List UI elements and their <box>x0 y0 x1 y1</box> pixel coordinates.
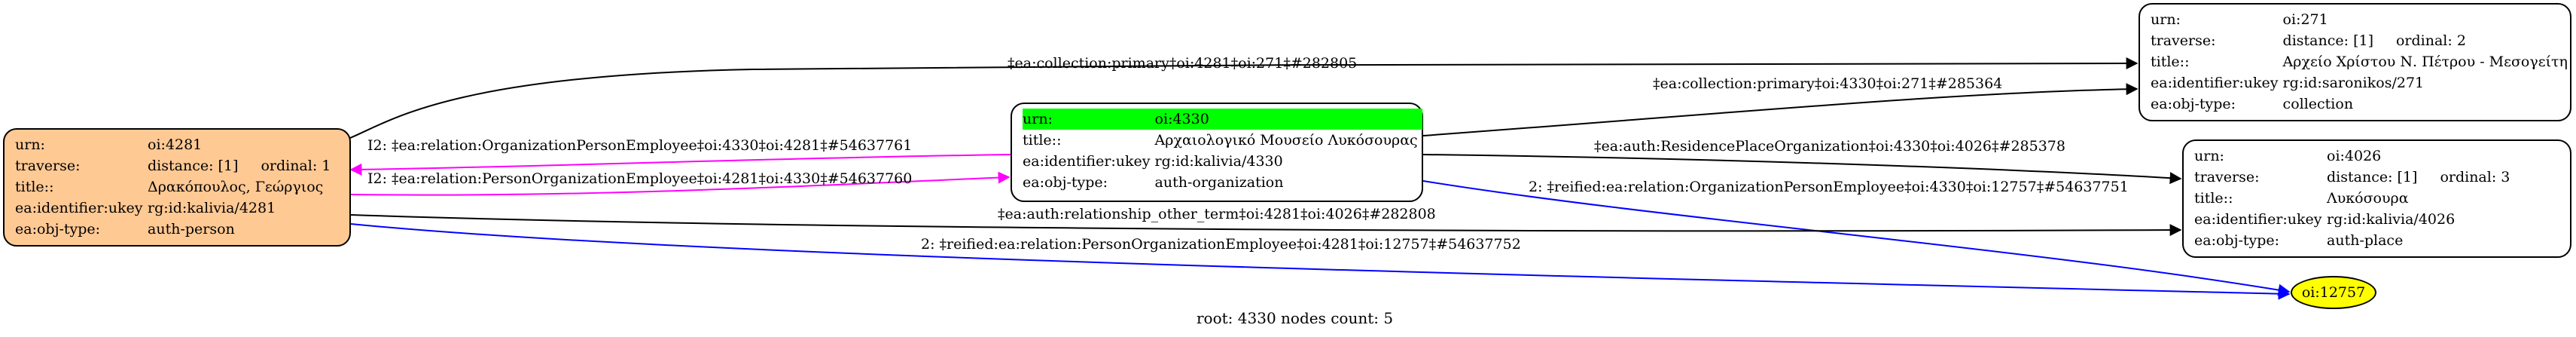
traverse-distance: distance: [1] <box>2282 32 2373 49</box>
field-key: ea:obj-type: <box>2151 96 2236 112</box>
field-value: Δρακόπουλος, Γεώργιος <box>148 179 324 195</box>
edge-label-4330-271: ‡ea:collection:primary‡oi:4330‡oi:271‡#2… <box>1653 75 2002 92</box>
edge-4281-4330 <box>350 171 1011 196</box>
node-table: urn: oi:4281 traverse: distance: [1] ordina… <box>15 134 335 240</box>
edge-4281-271 <box>349 57 2139 139</box>
field-key: ea:obj-type: <box>1023 174 1108 191</box>
edge-label-4330-4281: I2: ‡ea:relation:OrganizationPersonEmplo… <box>367 137 912 154</box>
traverse-distance: distance: [1] <box>148 158 239 174</box>
field-key: traverse: <box>2151 32 2216 49</box>
field-key: ea:identifier:ukey <box>1023 153 1151 170</box>
traverse-ordinal: ordinal: 2 <box>2395 32 2466 49</box>
node-table: urn: oi:271 traverse: distance: [1] ordinal… <box>2151 9 2572 115</box>
field-key: urn: <box>15 136 45 153</box>
field-key: urn: <box>2194 148 2224 164</box>
field-value: oi:4281 <box>148 136 203 153</box>
edge-4281-4026 <box>350 214 2182 237</box>
field-key: title:: <box>1023 132 1062 149</box>
field-key: ea:obj-type: <box>2194 232 2280 249</box>
node-oi-4281[interactable]: urn: oi:4281 traverse: distance: [1] ordina… <box>3 128 351 247</box>
field-value: oi:4330 <box>1154 109 1422 130</box>
field-value: oi:4026 <box>2327 148 2382 164</box>
node-table: urn: oi:4026 traverse: distance: [1] ordina… <box>2194 146 2514 251</box>
field-value: rg:id:saronikos/271 <box>2282 75 2425 91</box>
traverse-distance: distance: [1] <box>2327 169 2418 185</box>
field-key: traverse: <box>15 158 81 174</box>
edge-label-4330-12757: 2: ‡reified:ea:relation:OrganizationPers… <box>1529 179 2129 195</box>
node-table: urn:oi:4330 title::Αρχαιολογικό Μουσείο … <box>1023 109 1422 193</box>
edge-label-4281-4330: I2: ‡ea:relation:PersonOrganizationEmplo… <box>367 170 912 187</box>
field-value: distance: [1] ordinal: 2 <box>2283 30 2572 51</box>
node-oi-4330[interactable]: urn:oi:4330 title::Αρχαιολογικό Μουσείο … <box>1011 103 1423 202</box>
edge-4330-4281 <box>349 154 1011 176</box>
field-value: auth-person <box>148 221 235 237</box>
field-key: traverse: <box>2194 169 2260 185</box>
edge-4330-4026 <box>1422 154 2182 185</box>
field-key: title:: <box>15 179 54 195</box>
field-value: rg:id:kalivia/4330 <box>1154 153 1283 170</box>
field-key: ea:identifier:ukey <box>2194 211 2322 228</box>
node-oi-4026[interactable]: urn: oi:4026 traverse: distance: [1] ordina… <box>2182 139 2571 258</box>
field-value: rg:id:kalivia/4026 <box>2327 211 2456 228</box>
field-key: ea:identifier:ukey <box>15 200 143 216</box>
field-key: urn: <box>1023 109 1155 130</box>
traverse-ordinal: ordinal: 1 <box>261 158 331 174</box>
field-key: urn: <box>2151 11 2181 28</box>
field-value: Αρχείο Χρίστου Ν. Πέτρου - Μεσογείτη <box>2282 54 2568 70</box>
field-value: collection <box>2282 96 2354 112</box>
traverse-ordinal: ordinal: 3 <box>2440 169 2510 185</box>
edge-4330-12757 <box>1422 180 2291 296</box>
node-oi-12757[interactable]: oi:12757 <box>2291 276 2376 309</box>
field-value: rg:id:kalivia/4281 <box>148 200 276 216</box>
edge-label-4330-4026: ‡ea:auth:ResidencePlaceOrganization‡oi:4… <box>1594 138 2065 155</box>
edge-4330-271 <box>1422 83 2139 136</box>
field-value: Αρχαιολογικό Μουσείο Λυκόσουρας <box>1154 132 1418 149</box>
edge-label-4281-4026: ‡ea:auth:relationship_other_term‡oi:4281… <box>998 206 1436 222</box>
field-value: distance: [1] ordinal: 1 <box>148 155 335 176</box>
graph-footer: root: 4330 nodes count: 5 <box>1197 309 1394 327</box>
field-value: Λυκόσουρα <box>2327 190 2409 207</box>
node-oi-271[interactable]: urn: oi:271 traverse: distance: [1] ordinal… <box>2139 3 2571 121</box>
field-key: title:: <box>2194 190 2233 207</box>
field-key: title:: <box>2151 54 2190 70</box>
field-key: ea:obj-type: <box>15 221 101 237</box>
field-key: ea:identifier:ukey <box>2151 75 2279 91</box>
field-value: auth-place <box>2327 232 2404 249</box>
field-value: distance: [1] ordinal: 3 <box>2327 167 2514 188</box>
edge-label-4281-12757: 2: ‡reified:ea:relation:PersonOrganizati… <box>921 236 1521 253</box>
edge-4281-12757 <box>350 223 2291 300</box>
edge-label-4281-271: ‡ea:collection:primary‡oi:4281‡oi:271‡#2… <box>1008 55 1357 72</box>
field-value: oi:271 <box>2282 11 2328 28</box>
field-value: auth-organization <box>1154 174 1284 191</box>
